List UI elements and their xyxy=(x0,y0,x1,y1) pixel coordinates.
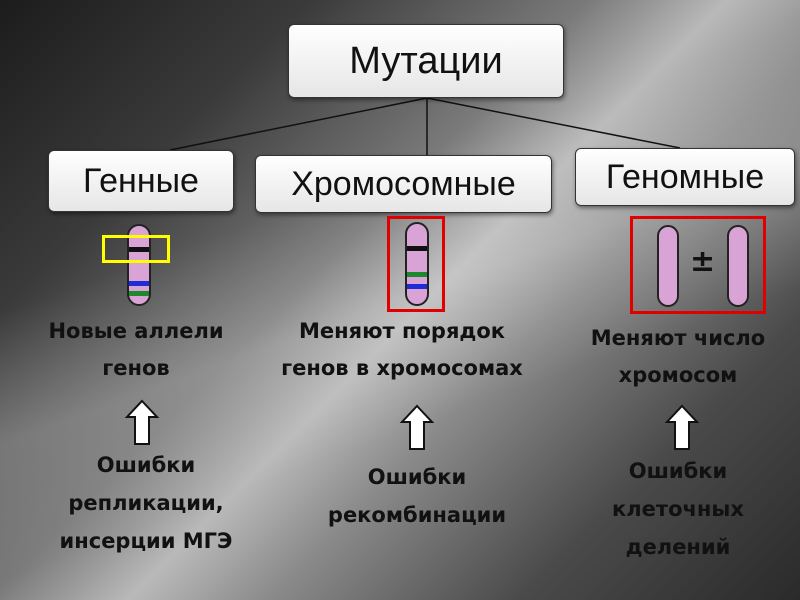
genic-cause-line: репликации, xyxy=(68,491,224,515)
genomic-chromosome-right xyxy=(727,225,749,307)
plus-minus-symbol: ± xyxy=(690,244,716,279)
genic-effect-line: генов xyxy=(102,356,170,380)
category-chromosomal-label: Хромосомные xyxy=(291,164,516,203)
genic-cause-line: инсерции МГЭ xyxy=(59,529,233,553)
chromosomal-effect-line: Меняют порядок xyxy=(298,319,506,343)
chromosome-band-green xyxy=(407,272,427,277)
chromosomal-cause: Ошибки рекомбинации xyxy=(302,458,532,534)
genomic-cause-line: делений xyxy=(625,535,731,559)
chromosomal-cause-line: рекомбинации xyxy=(327,503,507,527)
category-genic-label: Генные xyxy=(83,161,199,200)
title-text: Мутации xyxy=(349,39,503,82)
connector-line xyxy=(426,97,681,149)
category-genic: Генные xyxy=(48,150,234,212)
up-arrow-icon xyxy=(664,404,700,450)
chromosomal-cause-line: Ошибки xyxy=(367,465,467,489)
category-chromosomal: Хромосомные xyxy=(255,155,552,213)
genomic-highlight-frame xyxy=(630,216,766,314)
up-arrow-icon xyxy=(399,404,435,450)
genomic-cause-line: клеточных xyxy=(612,497,744,521)
chromosome-band-blue xyxy=(129,281,149,286)
title-box: Мутации xyxy=(288,24,564,98)
genic-effect-line: Новые аллели xyxy=(48,319,224,343)
chromosome-band-black xyxy=(407,246,427,251)
chromosomal-chromosome xyxy=(405,222,429,306)
genomic-effect: Меняют число хромосом xyxy=(578,320,778,394)
genomic-cause-line: Ошибки xyxy=(628,459,728,483)
connector-line xyxy=(169,97,428,151)
genic-highlight-frame xyxy=(102,235,170,263)
genomic-effect-line: хромосом xyxy=(618,363,738,387)
chromosomal-effect-line: генов в хромосомах xyxy=(281,356,523,380)
category-genomic-label: Геномные xyxy=(605,157,765,196)
chromosome-band-blue xyxy=(407,284,427,289)
up-arrow-icon xyxy=(124,399,160,445)
genic-cause-line: Ошибки xyxy=(96,453,196,477)
chromosome-band-black xyxy=(129,247,149,252)
genic-effect: Новые аллели генов xyxy=(26,313,246,387)
category-genomic: Геномные xyxy=(575,148,795,206)
genomic-chromosome-left xyxy=(657,225,679,307)
chromosomal-highlight-frame xyxy=(387,216,445,312)
chromosomal-effect: Меняют порядок генов в хромосомах xyxy=(262,313,542,387)
genomic-effect-line: Меняют число xyxy=(590,326,766,350)
genic-cause: Ошибки репликации, инсерции МГЭ xyxy=(26,446,266,560)
chromosome-band-green xyxy=(129,291,149,296)
genomic-cause: Ошибки клеточных делений xyxy=(578,452,778,566)
